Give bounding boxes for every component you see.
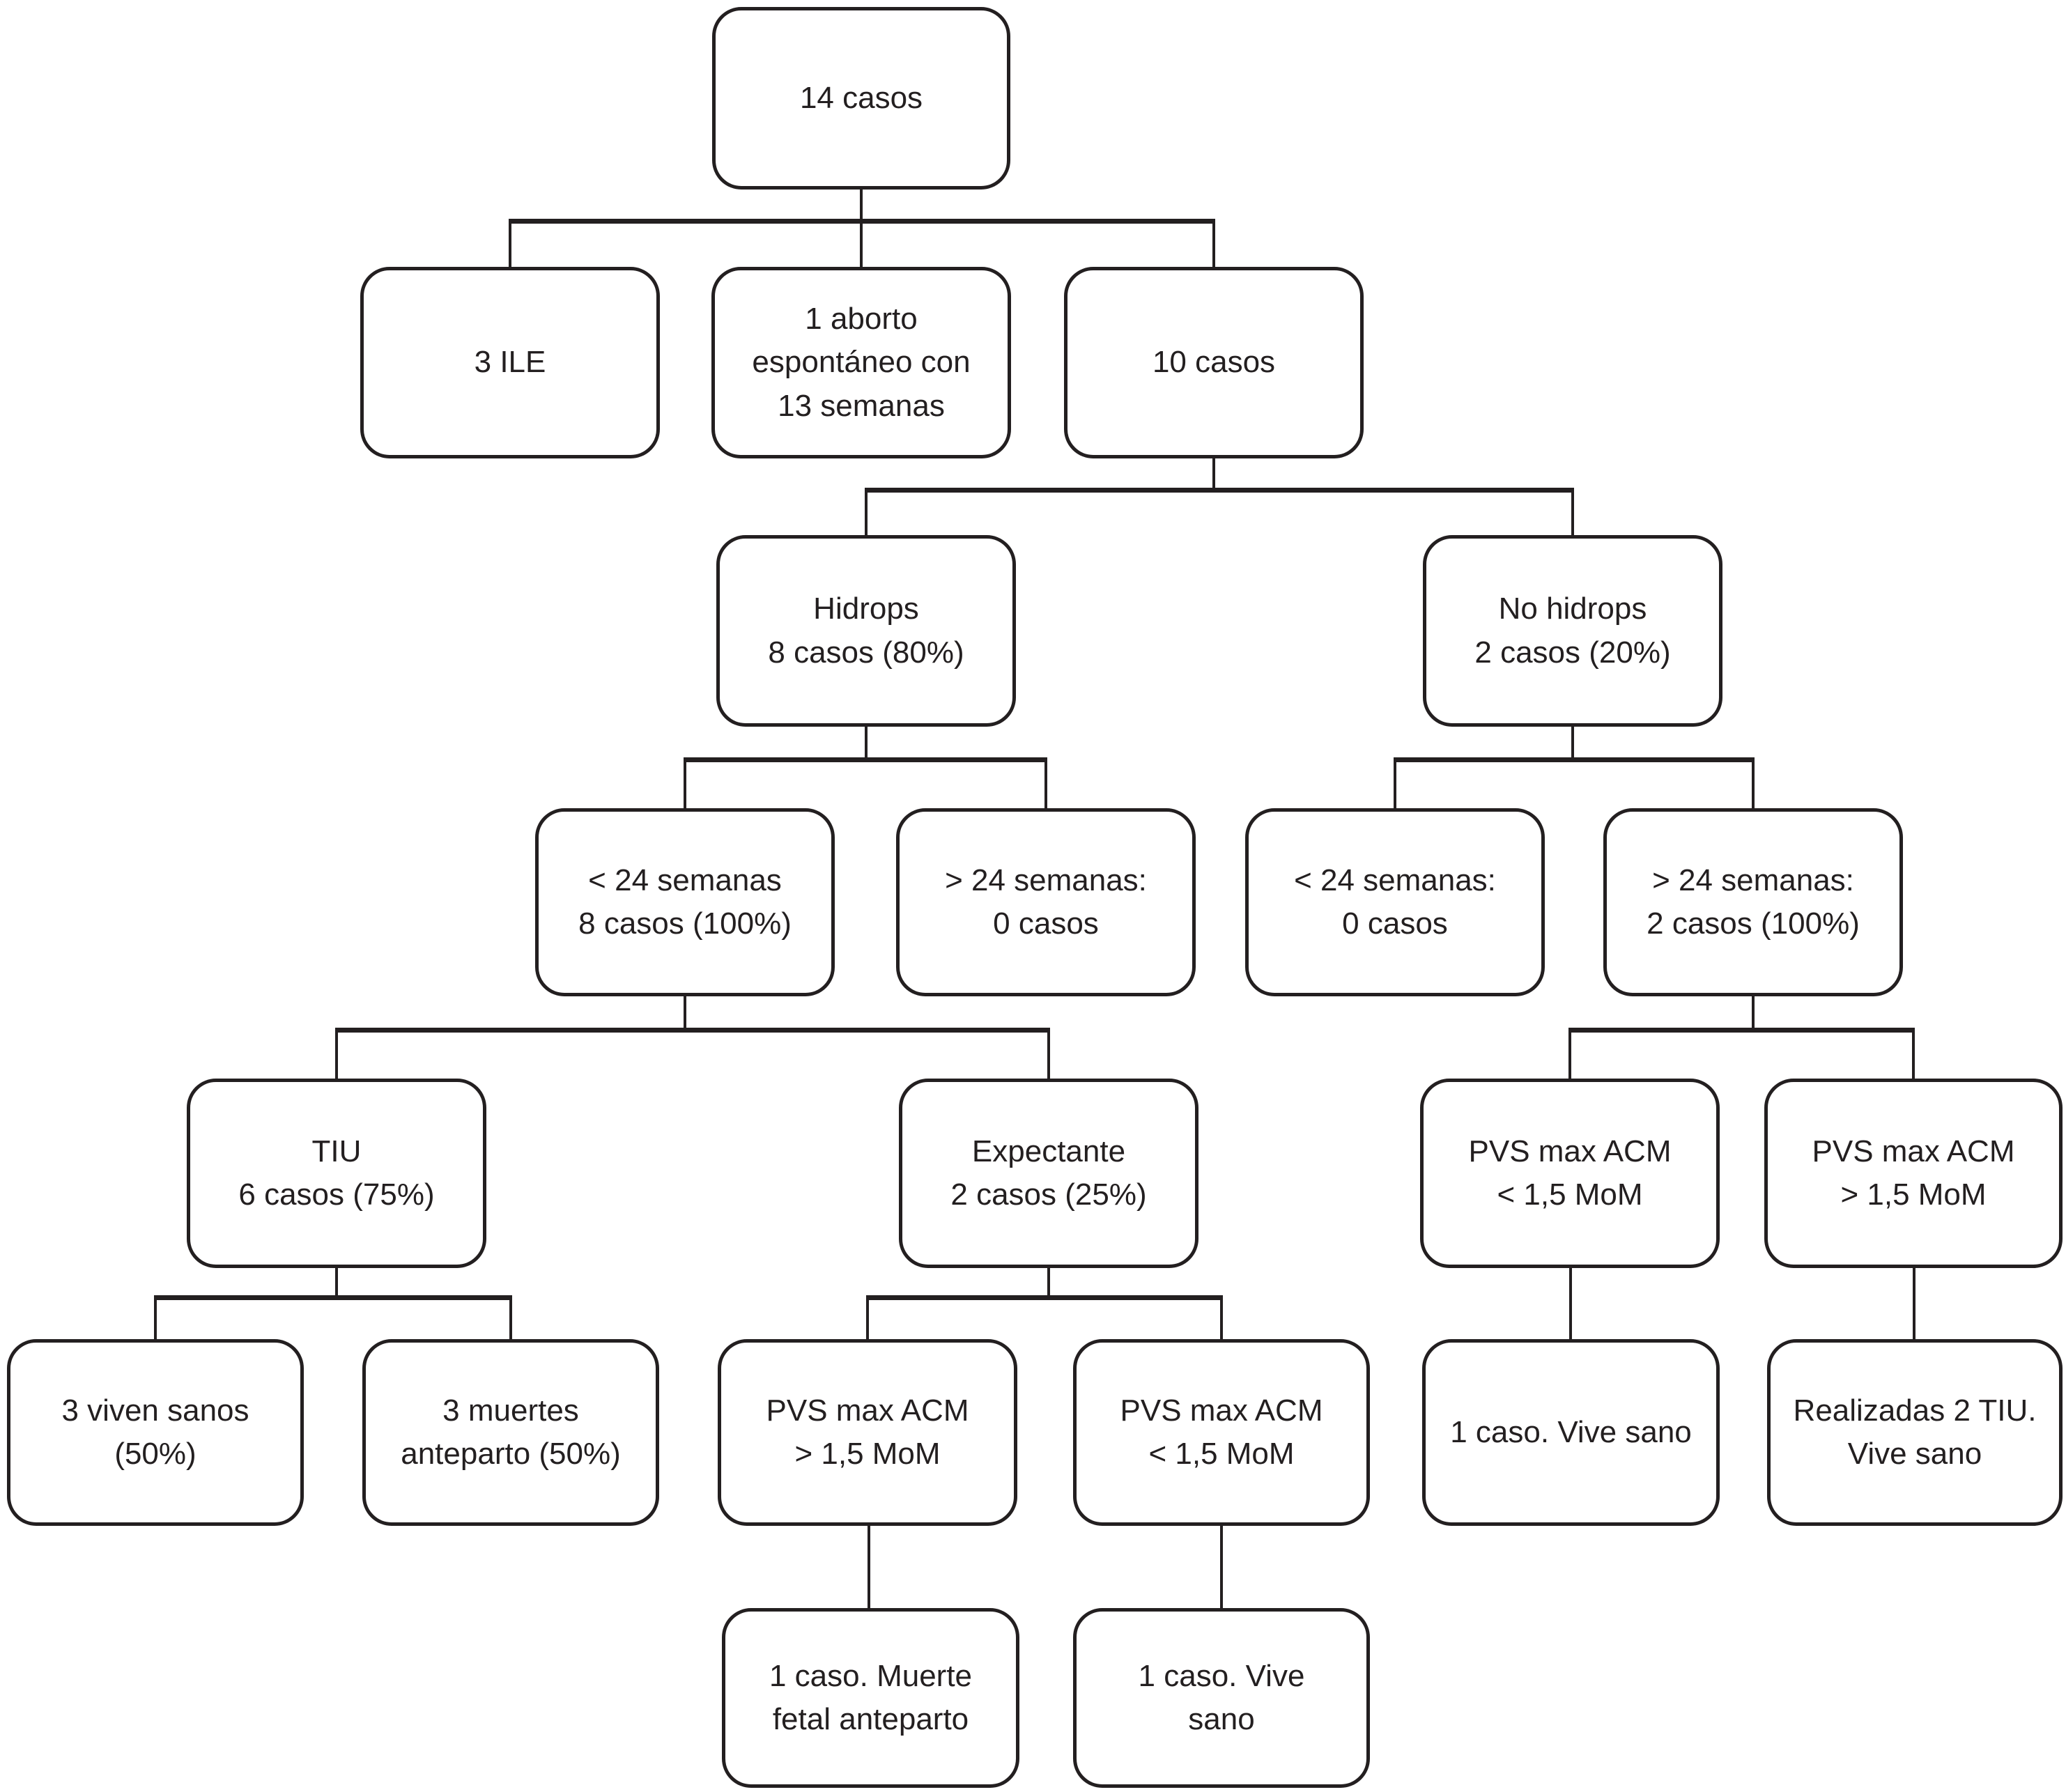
flowchart-node-root: 14 casos [712,7,1010,190]
connector-horizontal [1394,757,1755,762]
flowchart-node-tiu: TIU 6 casos (75%) [187,1079,486,1268]
connector-stem-vertical [1752,995,1755,1030]
flowchart-node-label: 3 muertes anteparto (50%) [401,1393,621,1471]
connector-horizontal [684,757,1047,762]
flowchart-node-label: > 24 semanas: 2 casos (100%) [1647,863,1860,941]
connector-horizontal [335,1028,1050,1033]
connector-branch-vertical [866,1295,869,1341]
flowchart-node-label: 1 caso. Vive sano [1138,1658,1305,1736]
flowchart-node-label: 1 caso. Vive sano [1450,1414,1692,1449]
connector-branch-vertical [509,219,511,268]
connector-stem-vertical [684,995,686,1030]
flowchart-node-label: PVS max ACM < 1,5 MoM [1468,1134,1672,1212]
flowchart-node-pvs_gt_r6: PVS max ACM > 1,5 MoM [718,1339,1017,1526]
flowchart-node-realizadas: Realizadas 2 TIU. Vive sano [1767,1339,2063,1526]
flowchart-node-label: No hidrops 2 casos (20%) [1474,592,1671,670]
connector-horizontal [865,488,1574,493]
connector-branch-vertical [1044,757,1047,810]
connector-branch-vertical [1912,1028,1915,1080]
flowchart-node-ile: 3 ILE [360,267,660,458]
flowchart-node-pvs_lt_r6: PVS max ACM < 1,5 MoM [1073,1339,1370,1526]
flowchart-node-label: PVS max ACM > 1,5 MoM [1812,1134,2015,1212]
connector-branch-vertical [509,1295,512,1341]
flowchart-node-hidrops: Hidrops 8 casos (80%) [716,535,1016,727]
connector-horizontal [1568,1028,1915,1033]
connector-vertical [1569,1267,1572,1341]
connector-branch-vertical [1752,757,1755,810]
connector-branch-vertical [1571,488,1574,536]
connector-branch-vertical [684,757,686,810]
flowchart-node-label: < 24 semanas 8 casos (100%) [578,863,792,941]
flowchart-node-casos10: 10 casos [1064,267,1364,458]
connector-stem-vertical [860,188,863,221]
flowchart-node-label: PVS max ACM < 1,5 MoM [1120,1393,1323,1471]
connector-branch-vertical [1047,1028,1050,1080]
flowchart-node-aborto: 1 aborto espontáneo con 13 semanas [711,267,1011,458]
connector-branch-vertical [1568,1028,1571,1080]
connector-branch-vertical [1394,757,1396,810]
flowchart-node-label: < 24 semanas: 0 casos [1294,863,1496,941]
connector-branch-vertical [335,1028,338,1080]
connector-stem-vertical [1571,725,1574,759]
flowchart-node-viven3: 3 viven sanos (50%) [7,1339,304,1526]
flowchart-node-muertes3: 3 muertes anteparto (50%) [362,1339,659,1526]
flowchart-node-label: 1 caso. Muerte fetal anteparto [769,1658,973,1736]
flowchart-node-label: 3 ILE [474,345,546,380]
flowchart-node-label: 10 casos [1152,345,1276,380]
flowchart-node-gt24_2: > 24 semanas: 2 casos (100%) [1603,808,1903,996]
flowchart-node-lt24_0: < 24 semanas: 0 casos [1245,808,1545,996]
connector-branch-vertical [860,219,863,268]
connector-stem-vertical [865,725,868,759]
connector-branch-vertical [1220,1295,1223,1341]
flowchart-node-expectante: Expectante 2 casos (25%) [899,1079,1198,1268]
flowchart-node-gt24_0: > 24 semanas: 0 casos [896,808,1196,996]
flowchart-node-nohidrops: No hidrops 2 casos (20%) [1423,535,1722,727]
flowchart-node-label: PVS max ACM > 1,5 MoM [766,1393,969,1471]
flowchart-node-label: 14 casos [799,80,923,115]
flowchart-node-label: > 24 semanas: 0 casos [945,863,1147,941]
connector-vertical [1220,1524,1223,1609]
flowchart-node-label: 1 aborto espontáneo con 13 semanas [752,301,971,423]
flowchart-node-label: 3 viven sanos (50%) [61,1393,249,1471]
flowchart-node-lt24_8: < 24 semanas 8 casos (100%) [535,808,835,996]
connector-vertical [1913,1267,1915,1341]
connector-stem-vertical [335,1267,338,1297]
connector-branch-vertical [154,1295,157,1341]
flowchart-node-vive_sano_r6: 1 caso. Vive sano [1422,1339,1720,1526]
flowchart-node-pvs_lt_r5: PVS max ACM < 1,5 MoM [1420,1079,1720,1268]
flowchart-node-label: Realizadas 2 TIU. Vive sano [1793,1393,2037,1471]
connector-horizontal [866,1295,1223,1300]
connector-branch-vertical [865,488,868,536]
connector-branch-vertical [1212,219,1215,268]
connector-stem-vertical [1212,457,1215,490]
connector-vertical [868,1524,870,1609]
flowchart-node-label: Expectante 2 casos (25%) [950,1134,1147,1212]
flowchart-node-label: TIU 6 casos (75%) [238,1134,435,1212]
connector-stem-vertical [1047,1267,1050,1297]
flowchart-node-muerte_fetal: 1 caso. Muerte fetal anteparto [722,1608,1019,1788]
flowchart-node-pvs_gt_r5: PVS max ACM > 1,5 MoM [1764,1079,2063,1268]
connector-horizontal [154,1295,512,1300]
flowchart-node-label: Hidrops 8 casos (80%) [768,592,964,670]
flowchart-node-vive_sano_r7: 1 caso. Vive sano [1073,1608,1370,1788]
